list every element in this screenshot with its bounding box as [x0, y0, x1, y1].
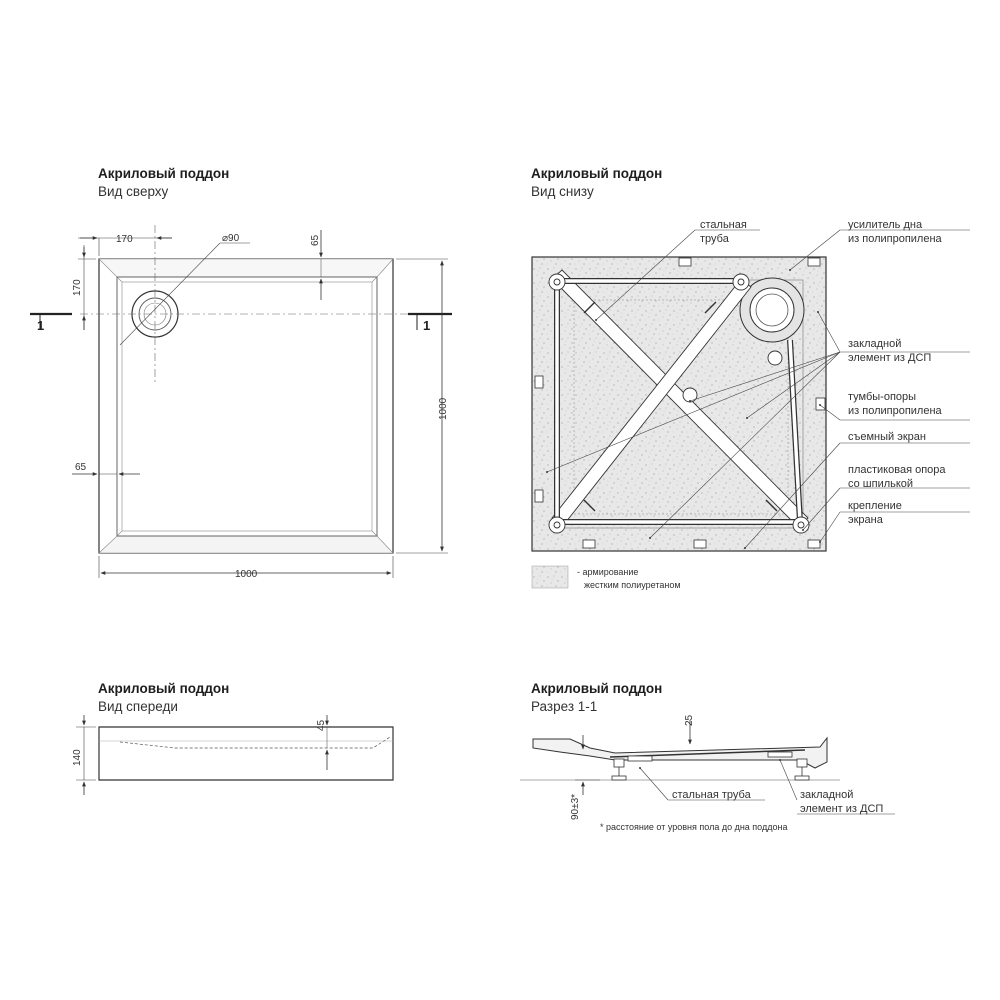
bottom-view-title: Акриловый поддон: [531, 166, 663, 181]
legend-line1: - армирование: [577, 567, 638, 577]
dim-drain-offset-y: 170: [72, 279, 83, 296]
section-dim-floor: 90±3*: [570, 794, 581, 820]
label-removable-screen: съемный экран: [848, 431, 926, 443]
label-pedestals-2: из полипропилена: [848, 405, 943, 417]
label-reinforce-2: из полипропилена: [848, 233, 943, 245]
dim-drain-offset-x: 170: [116, 234, 133, 245]
label-screen-mount-2: экрана: [848, 514, 884, 526]
dim-height: 1000: [438, 397, 449, 420]
label-steel-pipe-1: стальная: [700, 219, 747, 231]
label-steel-pipe-2: труба: [700, 233, 730, 245]
top-view: 1 1 170 ⌀90 65 170 1000 65: [30, 225, 452, 580]
section-footnote: * расстояние от уровня пола до дна поддо…: [600, 822, 787, 832]
legend-line2: жестким полиуретаном: [584, 580, 681, 590]
label-plastic-support-1: пластиковая опора: [848, 464, 946, 476]
front-dim-height: 140: [72, 749, 83, 766]
top-view-title: Акриловый поддон: [98, 166, 230, 181]
label-embedded-2: элемент из ДСП: [848, 352, 931, 364]
section-mark-right: 1: [423, 318, 430, 333]
front-outline: [98, 726, 394, 781]
section-view-subtitle: Разрез 1-1: [531, 699, 598, 714]
dim-rim-left: 65: [75, 462, 87, 473]
section-view-title: Акриловый поддон: [531, 681, 663, 696]
label-plastic-support-2: со шпилькой: [848, 478, 913, 490]
section-dim-top: 25: [684, 714, 695, 726]
label-screen-mount-1: крепление: [848, 500, 902, 512]
bottom-view: стальная труба усилитель дна из полипроп…: [531, 219, 970, 552]
section-label-embedded-2: элемент из ДСП: [800, 803, 883, 815]
label-embedded-1: закладной: [848, 338, 901, 350]
section-label-embedded-1: закладной: [800, 789, 853, 801]
front-view: 140 45: [72, 715, 394, 795]
label-reinforce-1: усилитель дна: [848, 219, 923, 231]
front-dim-rim: 45: [316, 719, 327, 731]
legend: - армирование жестким полиуретаном: [531, 565, 681, 590]
label-pedestals-1: тумбы-опоры: [848, 391, 916, 403]
top-view-subtitle: Вид сверху: [98, 184, 169, 199]
section-profile: [532, 736, 828, 769]
front-view-subtitle: Вид спереди: [98, 699, 178, 714]
front-view-title: Акриловый поддон: [98, 681, 230, 696]
legend-swatch: [531, 565, 569, 589]
bottom-view-subtitle: Вид снизу: [531, 184, 594, 199]
section-view: 25 90±3* стальная труба закладной элемен…: [520, 714, 895, 832]
dim-rim-top: 65: [310, 234, 321, 246]
section-mark-left: 1: [37, 318, 44, 333]
dim-drain-diameter: ⌀90: [222, 233, 240, 244]
section-label-steel-pipe: стальная труба: [672, 789, 752, 801]
dim-width: 1000: [235, 569, 258, 580]
